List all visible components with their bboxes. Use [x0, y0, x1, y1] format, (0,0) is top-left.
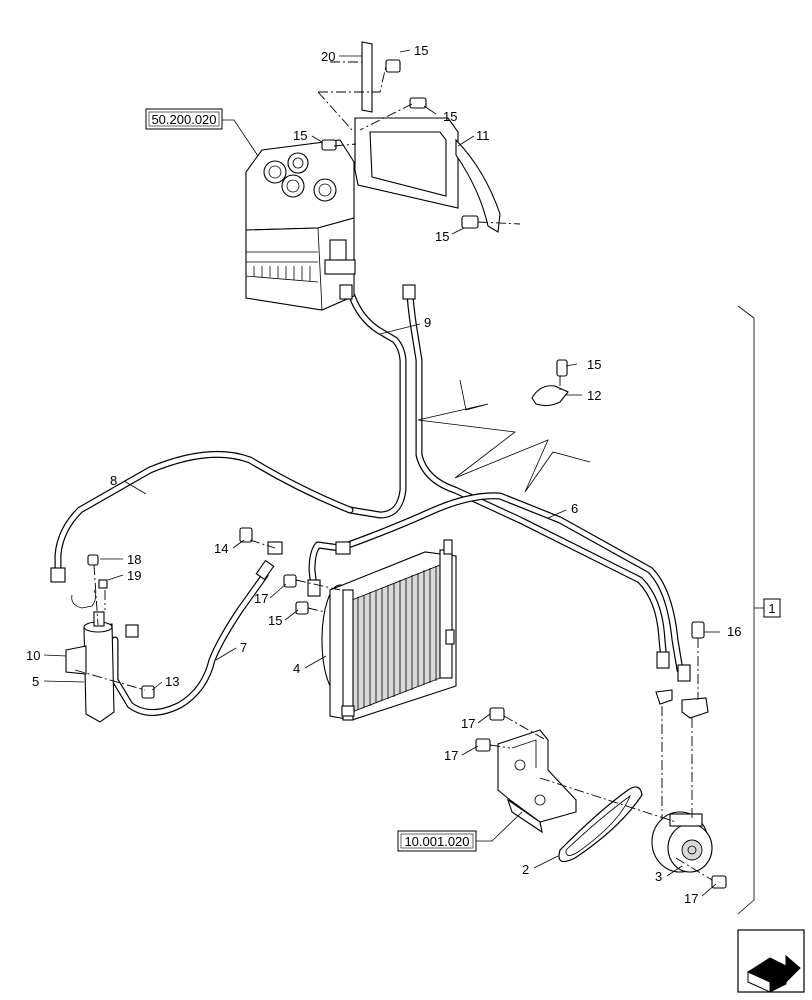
hose-condenser-link — [308, 541, 344, 592]
bracket-11 — [354, 117, 501, 233]
callout-4: 4 — [293, 661, 300, 676]
callout-9: 9 — [424, 315, 431, 330]
group-brace — [737, 305, 764, 915]
callout-7: 7 — [240, 640, 247, 655]
callout-17: 17 — [444, 748, 458, 763]
hose-6 — [336, 492, 684, 674]
hose-7 — [111, 571, 269, 716]
ref-group-label: 1 — [768, 601, 775, 616]
receiver-drier — [50, 554, 139, 723]
callout-2: 2 — [522, 862, 529, 877]
clip-12 — [531, 385, 569, 407]
callout-20: 20 — [321, 49, 335, 64]
callouts: 20 15 15 15 11 15 9 15 12 8 6 14 18 19 1… — [26, 43, 741, 906]
ref-box-bracket[interactable]: 10.001.020 — [397, 830, 477, 852]
callout-10: 10 — [26, 648, 40, 663]
callout-17: 17 — [461, 716, 475, 731]
callout-15: 15 — [587, 357, 601, 372]
callout-8: 8 — [110, 473, 117, 488]
break-lines — [417, 379, 591, 493]
callout-15: 15 — [268, 613, 282, 628]
leader-lines — [43, 49, 720, 897]
callout-15: 15 — [435, 229, 449, 244]
callout-12: 12 — [587, 388, 601, 403]
callout-14: 14 — [214, 541, 228, 556]
callout-5: 5 — [32, 674, 39, 689]
bracket-20 — [361, 41, 373, 113]
condenser-4 — [321, 539, 457, 721]
hose-fittings — [255, 541, 709, 719]
callout-18: 18 — [127, 552, 141, 567]
callout-13: 13 — [165, 674, 179, 689]
callout-17: 17 — [684, 891, 698, 906]
callout-15: 15 — [293, 128, 307, 143]
hose-9 — [346, 292, 668, 664]
ref-box-group[interactable]: 1 — [763, 598, 781, 618]
next-page-arrow-icon[interactable] — [737, 929, 805, 993]
callout-3: 3 — [655, 869, 662, 884]
ref-bracket-label: 10.001.020 — [404, 834, 469, 849]
ref-box-heater[interactable]: 50.200.020 — [145, 108, 223, 130]
compressor-3 — [651, 811, 713, 873]
compressor-bracket — [497, 729, 577, 834]
heater-unit — [245, 139, 416, 311]
ref-heater-label: 50.200.020 — [151, 112, 216, 127]
callout-15: 15 — [443, 109, 457, 124]
callout-6: 6 — [571, 501, 578, 516]
callout-16: 16 — [727, 624, 741, 639]
callout-19: 19 — [127, 568, 141, 583]
callout-15: 15 — [414, 43, 428, 58]
callout-11: 11 — [476, 128, 490, 143]
hose-8 — [54, 450, 354, 579]
callout-17: 17 — [254, 591, 268, 606]
belt-2 — [558, 786, 643, 863]
centre-lines — [74, 61, 713, 881]
